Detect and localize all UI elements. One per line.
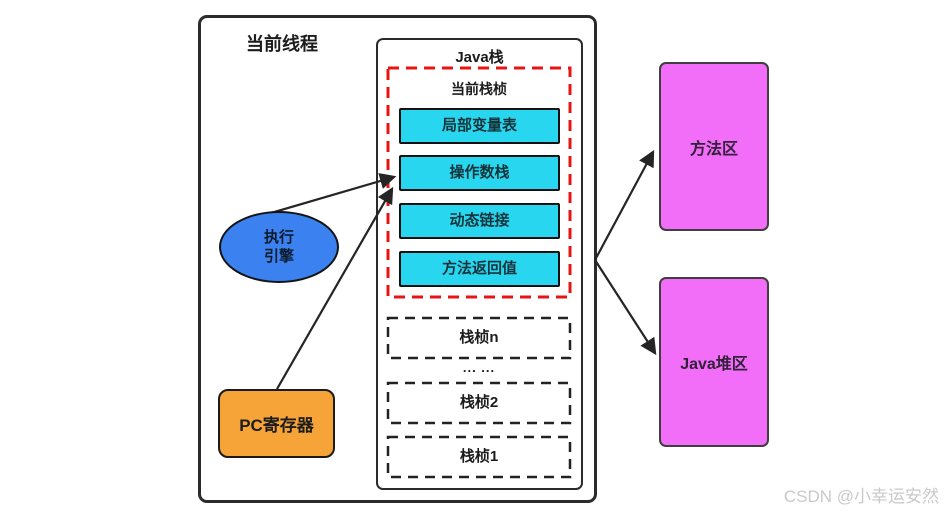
operand-stack-box: 操作数栈	[399, 155, 560, 191]
execution-engine-label-line2: 引擎	[263, 248, 294, 265]
pc-register-box: PC寄存器	[218, 389, 335, 458]
method-area-box: 方法区	[659, 62, 769, 231]
stack-frame-n-label: 栈桢n	[459, 329, 499, 346]
stack-frame-2-label: 栈桢2	[459, 394, 499, 411]
pc-register-label: PC寄存器	[239, 416, 314, 435]
dynamic-link-box: 动态链接	[399, 203, 560, 239]
current-frame-label: 当前栈桢	[451, 81, 507, 97]
stack-frame-1-label: 栈桢1	[459, 448, 499, 465]
method-return-value-box: 方法返回值	[399, 251, 560, 287]
execution-engine-ellipse: 执行 引擎	[219, 211, 339, 283]
arrow-stack-to-method-area	[594, 149, 655, 261]
java-heap-area-box: Java堆区	[659, 277, 769, 447]
local-variable-table-box: 局部变量表	[399, 108, 560, 144]
csdn-watermark: CSDN @小幸运安然	[783, 487, 939, 506]
arrow-stack-to-heap-area	[594, 259, 657, 356]
java-stack-label: Java栈	[455, 49, 504, 66]
java-heap-area-label: Java堆区	[680, 356, 748, 373]
stack-frames-ellipsis: ... ...	[462, 360, 496, 375]
execution-engine-label-line1: 执行	[263, 229, 294, 246]
current-thread-label: 当前线程	[246, 34, 318, 54]
method-area-label: 方法区	[689, 140, 738, 158]
